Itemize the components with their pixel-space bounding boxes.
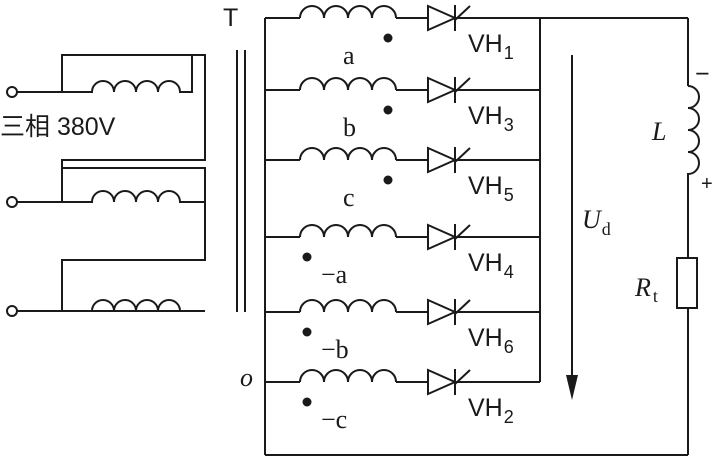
secondary-row: VH1 a — [265, 4, 540, 70]
secondary-winding — [299, 299, 397, 313]
secondary-row: VH5 c — [265, 146, 540, 212]
secondary-row: VH6 −b — [265, 298, 540, 364]
inductor-plus-sign: + — [701, 173, 713, 195]
phase-label: c — [343, 183, 355, 212]
secondary-winding — [299, 224, 397, 238]
polarity-dot — [302, 252, 312, 262]
thyristor — [427, 76, 458, 104]
primary-winding-1 — [60, 55, 193, 93]
supply-label: 三相 380V — [0, 113, 116, 141]
polarity-dot — [383, 33, 393, 43]
thyristor — [427, 4, 458, 32]
supply-terminal-1 — [6, 86, 18, 98]
transformer-label: T — [223, 4, 238, 32]
phase-label: a — [343, 41, 355, 70]
polarity-dot — [383, 105, 393, 115]
thyristor-label: VH6 — [468, 324, 514, 357]
secondary-winding — [299, 147, 397, 161]
phase-label: b — [343, 113, 356, 142]
phase-label: −a — [321, 260, 348, 289]
resistor — [676, 257, 698, 309]
thyristor — [427, 298, 458, 326]
supply-terminal-3 — [6, 305, 18, 317]
supply-terminal-2 — [6, 196, 18, 208]
neutral-label: o — [240, 363, 253, 392]
secondary-bus: o — [240, 18, 266, 455]
polarity-dot — [302, 397, 312, 407]
polarity-dot — [383, 175, 393, 185]
thyristor-label: VH1 — [468, 30, 514, 63]
inductor-label: L — [651, 117, 666, 146]
primary-winding-3 — [62, 299, 205, 312]
output-voltage-label: Ud — [582, 205, 611, 239]
secondary-winding — [299, 77, 397, 91]
polarity-dot — [302, 327, 312, 337]
phase-label: −b — [321, 335, 349, 364]
secondary-winding — [299, 369, 397, 383]
thyristor — [427, 368, 458, 396]
primary-side: 三相 380V — [0, 54, 206, 317]
secondary-winding — [299, 5, 397, 19]
thyristor-label: VH2 — [468, 394, 514, 427]
transformer-core: T — [223, 4, 246, 312]
output-voltage-arrowhead — [566, 375, 578, 400]
primary-winding-2 — [62, 190, 205, 203]
phase-label: −c — [321, 405, 347, 434]
secondary-row: VH2 −c — [265, 368, 540, 434]
thyristor — [427, 223, 458, 251]
secondary-row: VH4 −a — [265, 223, 540, 289]
thyristor — [427, 146, 458, 174]
inductor — [687, 85, 700, 258]
thyristor-label: VH3 — [468, 102, 514, 135]
thyristor-label: VH4 — [468, 249, 514, 282]
thyristor-label: VH5 — [468, 172, 514, 205]
secondary-row: VH3 b — [265, 76, 540, 142]
inductor-minus-sign: − — [695, 60, 710, 88]
